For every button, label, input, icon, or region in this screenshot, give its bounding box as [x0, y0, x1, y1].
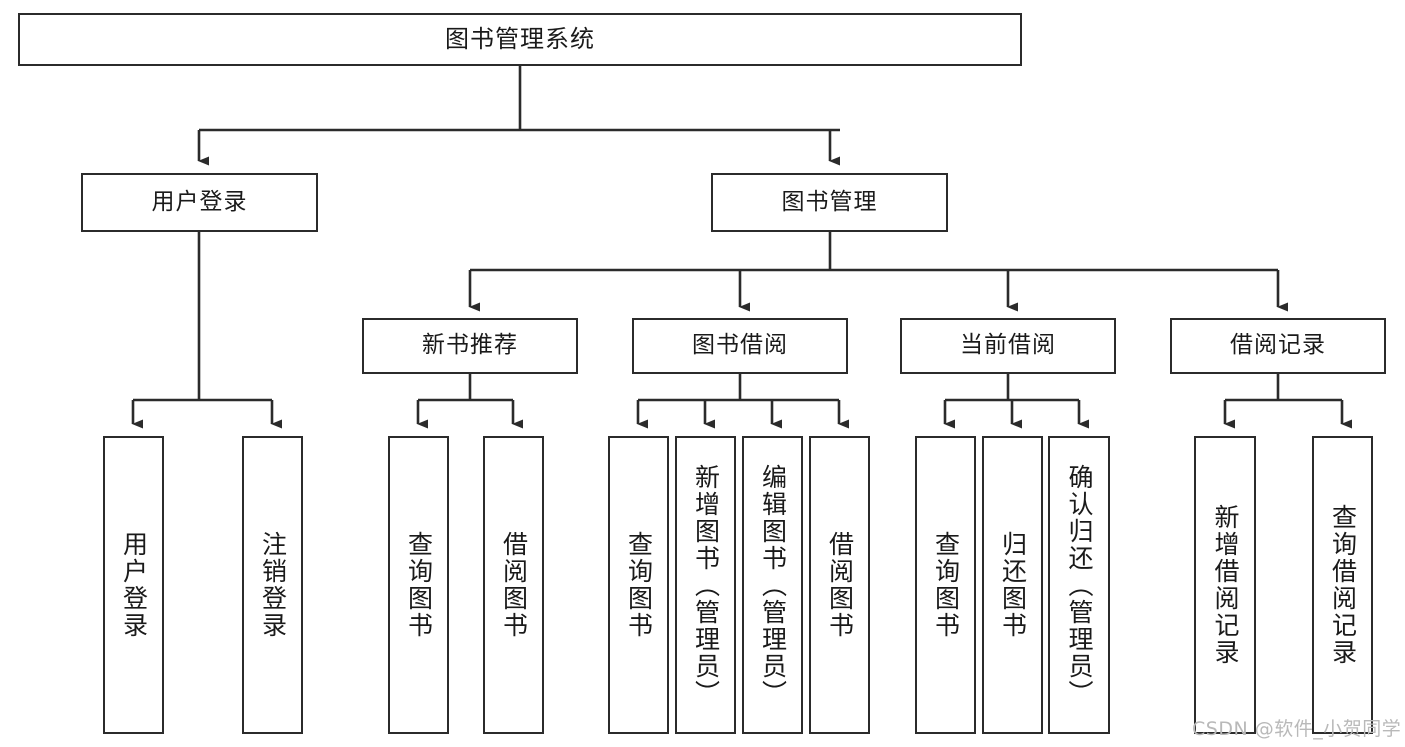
leaf-borrow-borrow-book[interactable]: 借阅图书 — [809, 436, 870, 734]
node-label: 注销登录 — [258, 531, 288, 639]
leaf-current-confirm-return-admin[interactable]: 确认归还（管理员） — [1048, 436, 1110, 734]
watermark-csdn: CSDN @软件_小贺同学 — [1192, 718, 1402, 740]
node-label: 图书管理系统 — [445, 25, 595, 54]
node-root-book-management-system[interactable]: 图书管理系统 — [18, 13, 1022, 66]
node-label: 借阅图书 — [825, 531, 855, 639]
node-borrow-record[interactable]: 借阅记录 — [1170, 318, 1386, 374]
node-label: 图书管理 — [781, 188, 878, 215]
leaf-record-add-borrow-record[interactable]: 新增借阅记录 — [1194, 436, 1256, 734]
node-label: 用户登录 — [119, 531, 149, 639]
node-label: 查询借阅记录 — [1328, 504, 1358, 666]
node-label: 归还图书 — [998, 531, 1028, 639]
leaf-record-query-borrow-record[interactable]: 查询借阅记录 — [1312, 436, 1373, 734]
leaf-borrow-query-book[interactable]: 查询图书 — [608, 436, 669, 734]
leaf-current-return-book[interactable]: 归还图书 — [982, 436, 1043, 734]
node-label: 当前借阅 — [960, 332, 1056, 359]
node-label: 编辑图书（管理员） — [758, 463, 788, 707]
leaf-current-query-book[interactable]: 查询图书 — [915, 436, 976, 734]
node-label: 借阅图书 — [499, 531, 529, 639]
node-label: 新书推荐 — [422, 332, 518, 359]
leaf-recommend-query-book[interactable]: 查询图书 — [388, 436, 449, 734]
node-label: 确认归还（管理员） — [1065, 463, 1094, 707]
leaf-user-login-login[interactable]: 用户登录 — [103, 436, 164, 734]
node-book-management[interactable]: 图书管理 — [711, 173, 948, 232]
node-user-login[interactable]: 用户登录 — [81, 173, 318, 232]
node-label: 用户登录 — [151, 188, 248, 215]
node-new-book-recommend[interactable]: 新书推荐 — [362, 318, 578, 374]
leaf-recommend-borrow-book[interactable]: 借阅图书 — [483, 436, 544, 734]
leaf-user-login-logout[interactable]: 注销登录 — [242, 436, 303, 734]
node-label: 新增图书（管理员） — [691, 463, 721, 707]
node-label: 图书借阅 — [692, 332, 788, 359]
leaf-borrow-add-book-admin[interactable]: 新增图书（管理员） — [675, 436, 736, 734]
leaf-borrow-edit-book-admin[interactable]: 编辑图书（管理员） — [742, 436, 803, 734]
node-label: 新增借阅记录 — [1211, 504, 1240, 666]
node-label: 查询图书 — [624, 531, 654, 639]
node-current-borrow[interactable]: 当前借阅 — [900, 318, 1116, 374]
node-book-borrow[interactable]: 图书借阅 — [632, 318, 848, 374]
node-label: 查询图书 — [931, 531, 961, 639]
node-label: 查询图书 — [404, 531, 434, 639]
node-label: 借阅记录 — [1230, 332, 1326, 359]
